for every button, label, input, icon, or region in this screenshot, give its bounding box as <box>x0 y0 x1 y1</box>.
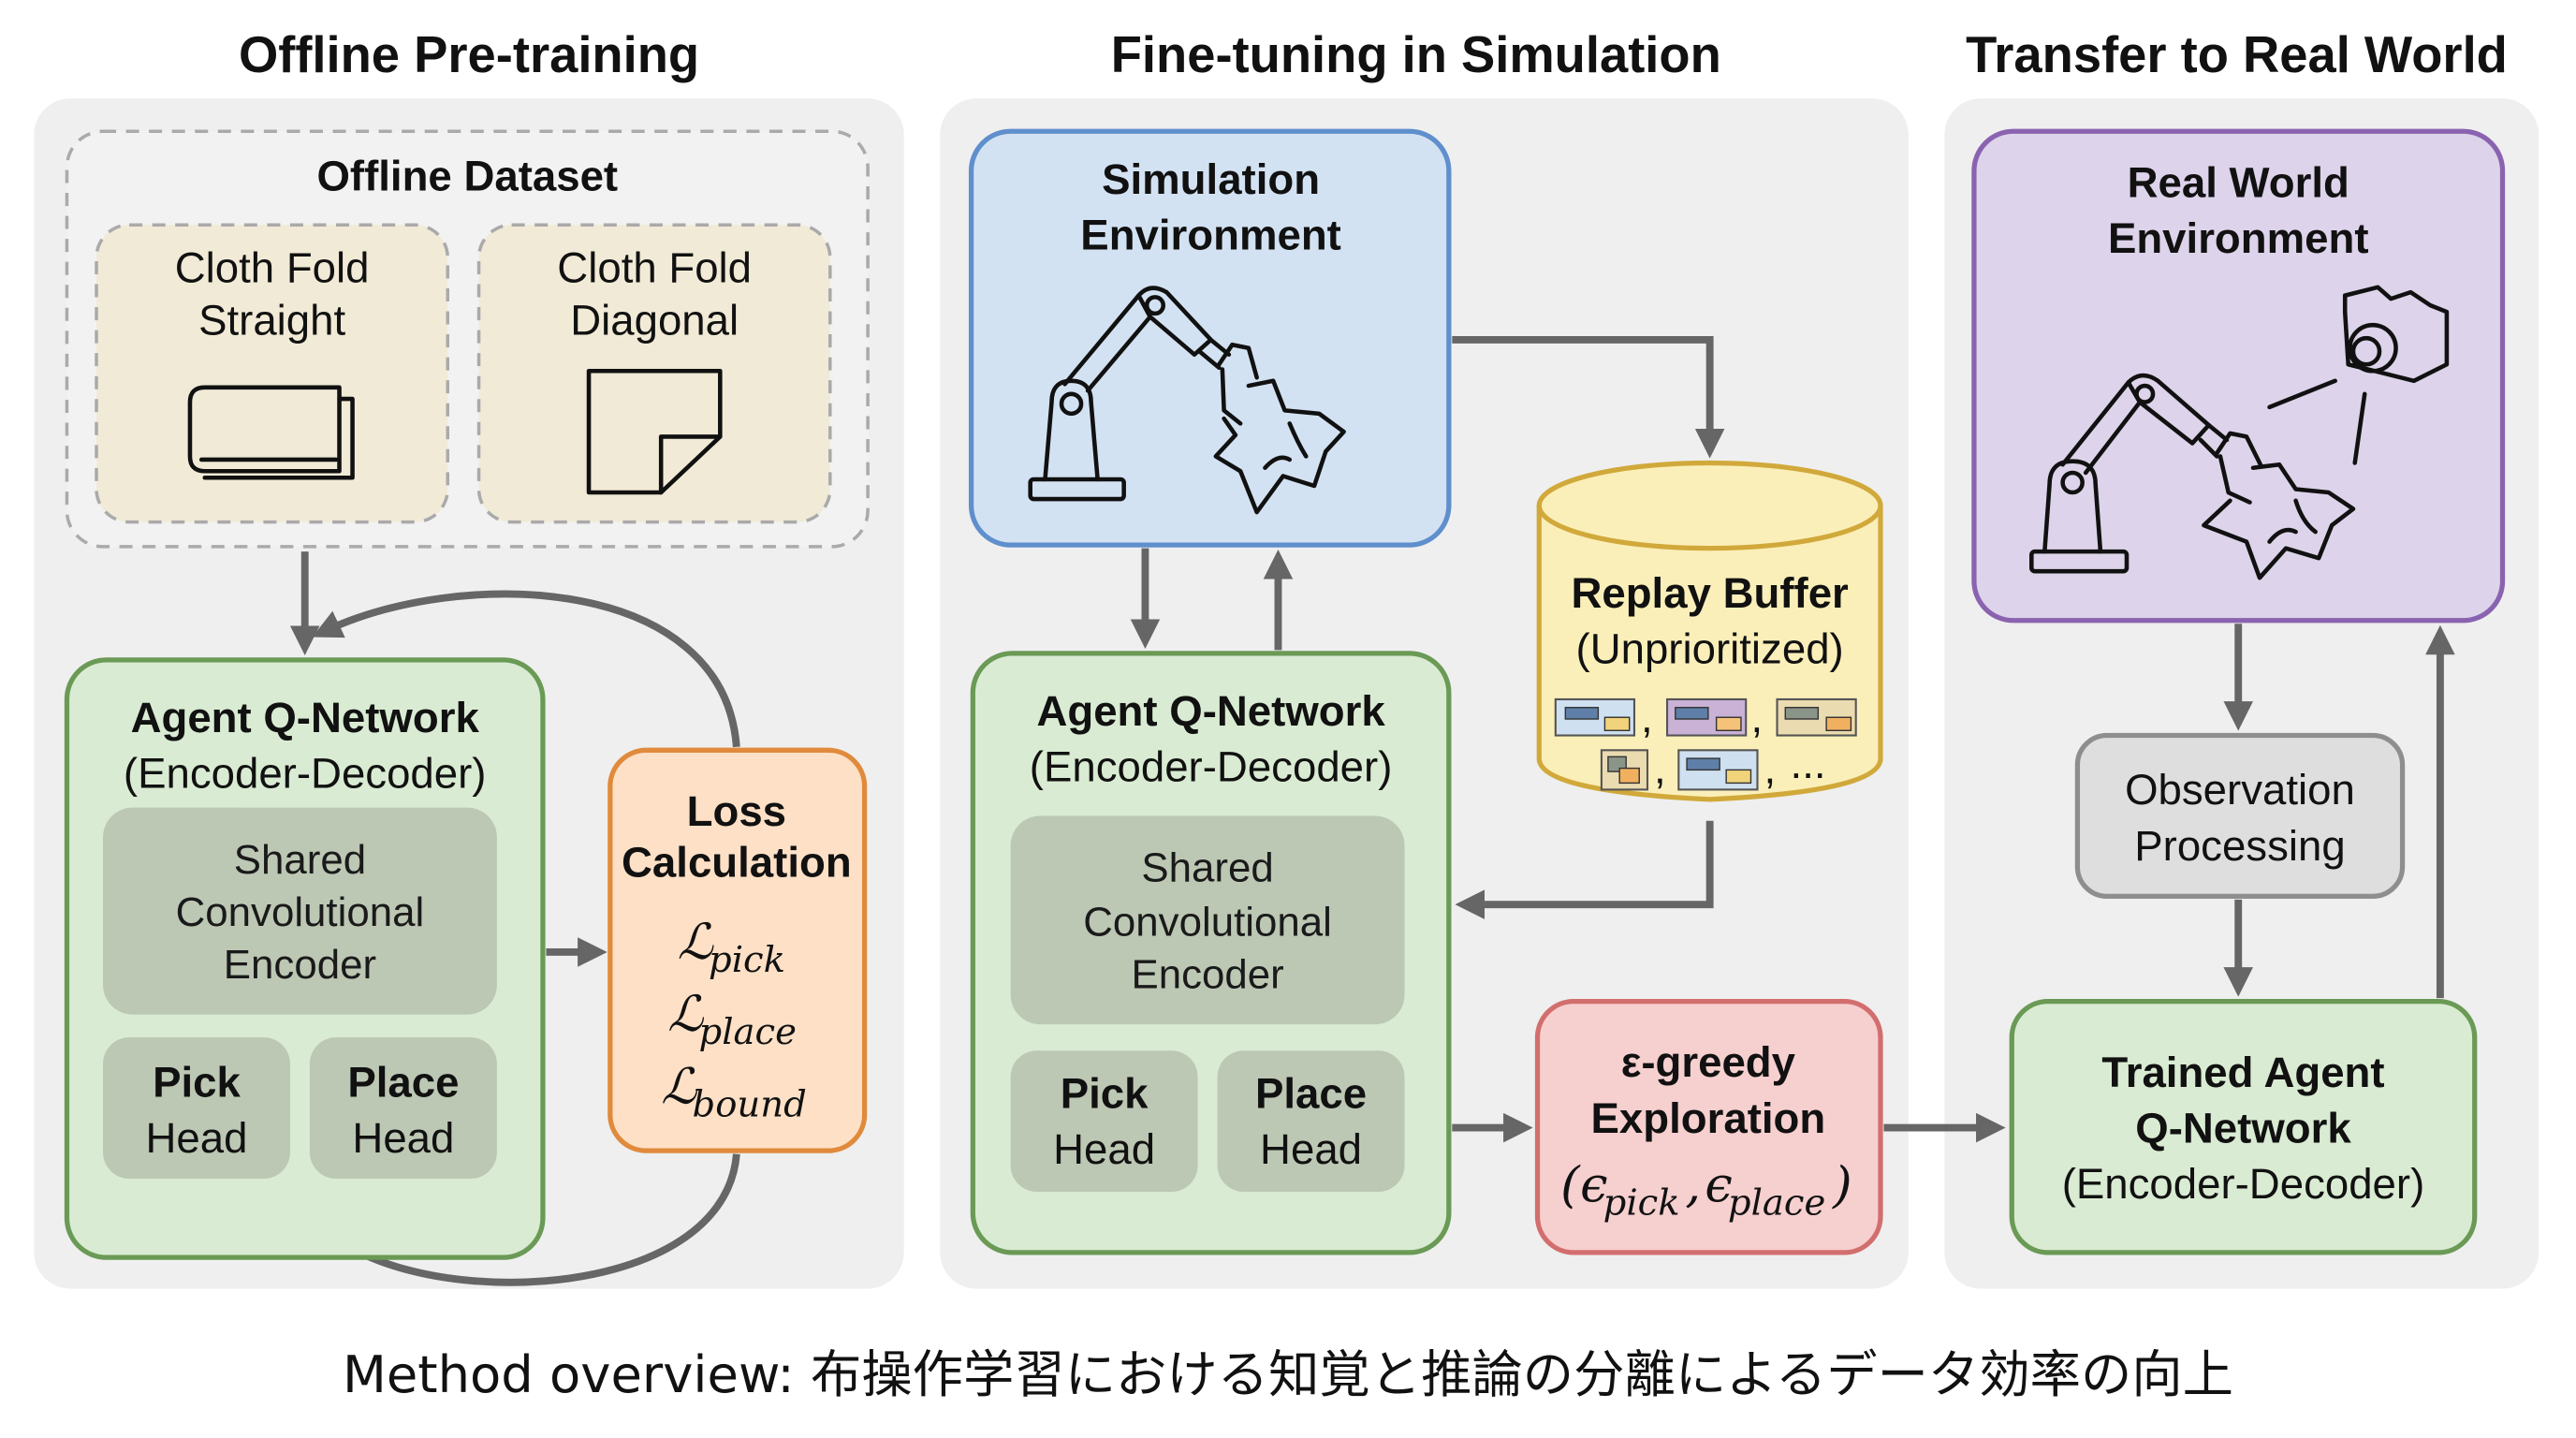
dataset-item-label: Diagonal <box>570 297 739 345</box>
encoder-label: Encoder <box>1131 952 1283 998</box>
encoder-label: Encoder <box>224 942 376 988</box>
dataset-item-straight: Cloth Fold Straight <box>95 223 449 524</box>
section-title-offline: Offline Pre-training <box>239 26 699 83</box>
transition-sample-icon <box>1554 697 1636 737</box>
loss-title: Calculation <box>622 838 852 886</box>
pick-head-label: Pick <box>153 1058 241 1106</box>
transition-sample-icon <box>1665 697 1748 737</box>
place-head-label: Place <box>347 1058 459 1106</box>
shared-encoder-box <box>1010 815 1405 1025</box>
loss-term-bound: ℒ bound <box>661 1058 807 1125</box>
loss-term-place: ℒ place <box>667 986 797 1053</box>
encoder-label: Convolutional <box>1083 899 1332 945</box>
agent-qnetwork-finetune: Agent Q-Network (Encoder-Decoder) Shared… <box>970 651 1452 1255</box>
obs-label: Observation <box>2125 766 2355 814</box>
folded-cloth-icon <box>187 385 355 480</box>
replay-separator: , <box>1750 694 1763 741</box>
agent-title: Agent Q-Network <box>1036 687 1385 735</box>
place-head-label: Place <box>1255 1070 1367 1118</box>
svg-text:ℒ: ℒ <box>661 1058 697 1115</box>
figure-caption: Method overview: 布操作学習における知覚と推論の分離によるデータ… <box>343 1345 2233 1404</box>
exploration-title: ε-greedy <box>1621 1038 1796 1086</box>
arrow-sim-to-replay <box>1452 336 1725 459</box>
transition-sample-icon <box>1600 749 1649 791</box>
robot-arm-cloth-icon <box>1028 286 1346 515</box>
dataset-item-label: Cloth Fold <box>175 244 370 292</box>
loss-title: Loss <box>687 787 786 835</box>
svg-text:(: ( <box>1560 1157 1581 1214</box>
pick-head-label: Head <box>1053 1125 1155 1173</box>
trained-agent-subtitle: (Encoder-Decoder) <box>2062 1160 2425 1208</box>
sim-env-title: Environment <box>1080 212 1341 259</box>
encoder-label: Shared <box>234 837 366 883</box>
svg-text:ℒ: ℒ <box>667 986 704 1043</box>
agent-subtitle: (Encoder-Decoder) <box>124 750 487 798</box>
svg-text:bound: bound <box>693 1083 807 1125</box>
real-env-title: Environment <box>2108 214 2369 262</box>
loss-calculation-box: Loss Calculation ℒ pick ℒ place ℒ bound <box>607 747 868 1153</box>
trained-agent-title: Trained Agent <box>2101 1049 2384 1096</box>
svg-text:,: , <box>1685 1157 1701 1214</box>
sim-env-title: Simulation <box>1102 155 1320 203</box>
epsilon-params: ( ϵ pick , ϵ place ) <box>1560 1157 1852 1225</box>
trained-agent-box: Trained Agent Q-Network (Encoder-Decoder… <box>2009 998 2478 1255</box>
replay-separator: , <box>1654 744 1666 792</box>
svg-text:ϵ: ϵ <box>1705 1157 1732 1214</box>
place-head-label: Head <box>352 1114 454 1162</box>
dataset-item-diagonal: Cloth Fold Diagonal <box>476 223 832 524</box>
svg-text:place: place <box>699 1011 797 1053</box>
epsilon-greedy-box: ε-greedy Exploration ( ϵ pick , ϵ place … <box>1534 998 1883 1255</box>
exploration-title: Exploration <box>1591 1094 1826 1142</box>
obs-label: Processing <box>2134 822 2345 870</box>
real-env-title: Real World <box>2128 158 2349 206</box>
shared-encoder-box <box>103 807 497 1015</box>
diagonal-fold-icon <box>586 368 723 495</box>
transition-sample-icon <box>1776 697 1857 737</box>
svg-text:place: place <box>1728 1182 1825 1225</box>
replay-ellipsis: ... <box>1791 740 1826 787</box>
pick-head-box <box>1010 1050 1198 1192</box>
loss-term-pick: ℒ pick <box>678 914 785 981</box>
replay-title: Replay Buffer <box>1571 569 1849 617</box>
arrow-replay-to-agent <box>1455 820 1714 919</box>
place-head-box <box>1217 1050 1405 1192</box>
agent-subtitle: (Encoder-Decoder) <box>1030 743 1393 791</box>
svg-text:ℒ: ℒ <box>678 914 714 971</box>
transition-sample-icon <box>1677 749 1759 791</box>
dataset-item-label: Straight <box>198 297 345 345</box>
replay-separator: , <box>1764 744 1776 792</box>
place-head-box <box>309 1037 497 1179</box>
replay-separator: , <box>1641 694 1653 741</box>
simulation-environment-box: Simulation Environment <box>968 128 1452 548</box>
agent-title: Agent Q-Network <box>131 694 480 741</box>
pick-head-box <box>103 1037 290 1179</box>
section-title-finetune: Fine-tuning in Simulation <box>1111 26 1721 83</box>
robot-arm-camera-icon <box>2029 285 2450 580</box>
offline-dataset-group: Offline Dataset Cloth Fold Straight Clot… <box>65 129 870 549</box>
replay-subtitle: (Unprioritized) <box>1576 624 1844 672</box>
dataset-item-label: Cloth Fold <box>557 244 752 292</box>
agent-qnetwork-offline: Agent Q-Network (Encoder-Decoder) Shared… <box>64 657 546 1260</box>
svg-text:pick: pick <box>709 939 785 981</box>
svg-text:): ) <box>1832 1157 1852 1214</box>
svg-text:pick: pick <box>1603 1182 1680 1225</box>
observation-processing-box: Observation Processing <box>2074 732 2406 899</box>
trained-agent-title: Q-Network <box>2135 1104 2351 1152</box>
pick-head-label: Head <box>145 1114 247 1162</box>
replay-buffer-cylinder: Replay Buffer (Unprioritized) , , , <box>1536 460 1883 802</box>
section-title-transfer: Transfer to Real World <box>1966 26 2508 83</box>
encoder-label: Shared <box>1141 845 1273 891</box>
svg-text:ϵ: ϵ <box>1580 1157 1607 1214</box>
encoder-label: Convolutional <box>176 889 425 935</box>
real-world-environment-box: Real World Environment <box>1971 128 2506 624</box>
arrow-loss-to-agent-top <box>312 590 740 748</box>
offline-dataset-title: Offline Dataset <box>316 152 618 199</box>
pick-head-label: Pick <box>1061 1070 1149 1118</box>
place-head-label: Head <box>1260 1125 1362 1173</box>
